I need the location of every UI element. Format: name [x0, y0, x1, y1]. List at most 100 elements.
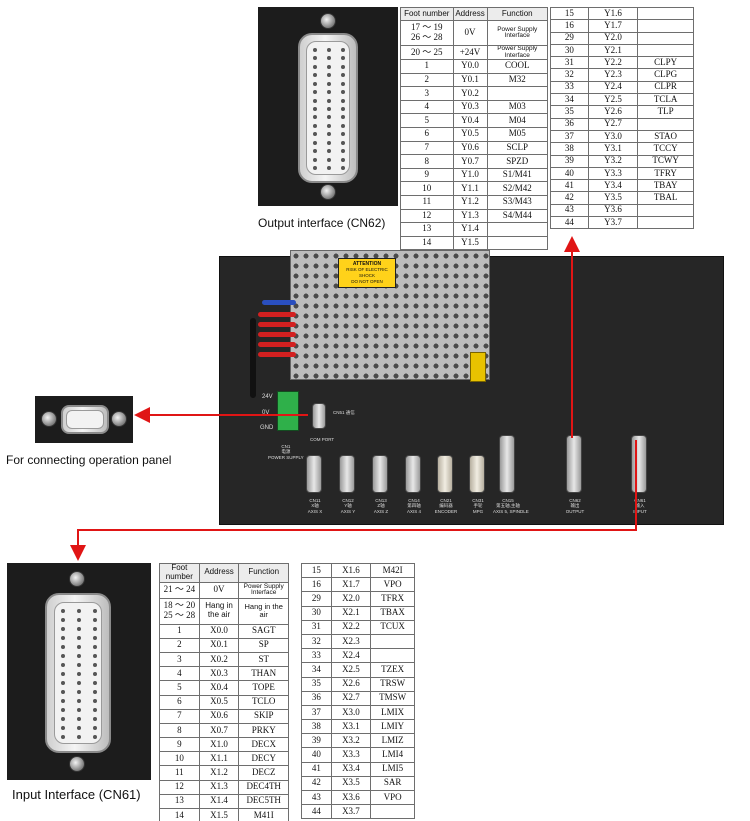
terminal-label: 24V: [262, 394, 273, 400]
input-pin-table-left: Foot number Address Function 21 ～ 24 0V …: [159, 563, 289, 821]
function-cell: DECZ: [238, 765, 289, 781]
port-connector-icon[interactable]: [469, 455, 485, 493]
address-cell: X1.5: [198, 808, 240, 821]
port-connector-icon[interactable]: [372, 455, 388, 493]
foot-cell: 16: [301, 577, 332, 593]
port-connector-icon[interactable]: [499, 435, 515, 493]
function-cell: DEC5TH: [238, 793, 289, 810]
foot-cell: 32: [550, 68, 589, 82]
function-cell: TFRY: [637, 166, 694, 181]
foot-cell: 13: [400, 222, 454, 237]
com-port-sub: COM PORT: [310, 437, 335, 442]
pin-hole: [77, 645, 81, 649]
address-cell: Y1.7: [587, 19, 639, 33]
pin-hole: [327, 107, 331, 111]
pin-hole: [313, 56, 317, 61]
pin-hole: [93, 681, 97, 685]
address-cell: X2.2: [330, 619, 372, 635]
screw-icon: [41, 411, 57, 427]
foot-cell: 5: [159, 680, 200, 696]
function-cell: TLP: [637, 105, 694, 119]
port-connector-icon[interactable]: [566, 435, 582, 493]
pin-hole: [93, 717, 97, 721]
foot-cell: 14: [159, 808, 200, 821]
address-cell: X2.0: [330, 591, 372, 607]
foot-cell: 31: [550, 56, 589, 70]
foot-cell: 39: [301, 733, 332, 749]
port-connector-icon[interactable]: [437, 455, 453, 493]
foot-cell: 21 ～ 24: [159, 581, 200, 599]
port-connector-icon[interactable]: [405, 455, 421, 493]
address-cell: Y0.1: [452, 72, 488, 88]
foot-cell: 32: [301, 633, 332, 650]
address-cell: Y3.5: [587, 191, 639, 205]
pin-hole: [341, 132, 345, 137]
address-cell: X1.0: [198, 737, 240, 753]
pin-hole: [77, 672, 81, 676]
pin-hole: [327, 149, 331, 154]
pin-hole: [341, 64, 345, 69]
foot-cell: 20 ～ 25: [400, 45, 454, 60]
port-connector-icon[interactable]: [631, 435, 647, 493]
foot-cell: 34: [550, 93, 589, 107]
output-connector-photo: [258, 7, 398, 206]
pin-hole: [327, 90, 331, 95]
foot-cell: 12: [400, 208, 454, 224]
pin-hole: [341, 115, 345, 120]
column-header: Address: [198, 563, 240, 583]
pin-hole: [61, 654, 65, 658]
pin-hole: [77, 699, 81, 703]
foot-cell: 7: [159, 708, 200, 724]
port-connector-icon[interactable]: [339, 455, 355, 493]
foot-cell: 13: [159, 793, 200, 810]
foot-cell: 9: [159, 737, 200, 753]
address-cell: Y0.3: [452, 99, 488, 115]
address-cell: Y0.7: [452, 154, 488, 169]
foot-cell: 10: [400, 181, 454, 196]
com-port-connector-icon[interactable]: [312, 403, 326, 429]
pin-hole: [77, 609, 81, 613]
port-connector-icon[interactable]: [306, 455, 322, 493]
pin-hole: [327, 73, 331, 78]
foot-cell: 29: [550, 31, 589, 45]
function-cell: SAR: [370, 775, 415, 792]
address-cell: +24V: [452, 45, 488, 60]
function-cell: STAO: [637, 129, 694, 144]
pin-hole: [61, 699, 65, 703]
pin-hole: [61, 609, 65, 613]
pin-hole: [93, 618, 97, 622]
address-cell: X0.1: [198, 637, 240, 653]
foot-cell: 40: [301, 747, 332, 763]
foot-cell: 43: [301, 789, 332, 806]
function-cell: TBAY: [637, 179, 694, 193]
foot-cell: 30: [301, 605, 332, 621]
pin-hole: [313, 149, 317, 154]
connector-face: [306, 41, 350, 175]
foot-cell: 6: [400, 126, 454, 142]
pin-hole: [341, 166, 345, 170]
pin-hole: [313, 64, 317, 69]
function-cell: S1/M41: [486, 167, 548, 183]
